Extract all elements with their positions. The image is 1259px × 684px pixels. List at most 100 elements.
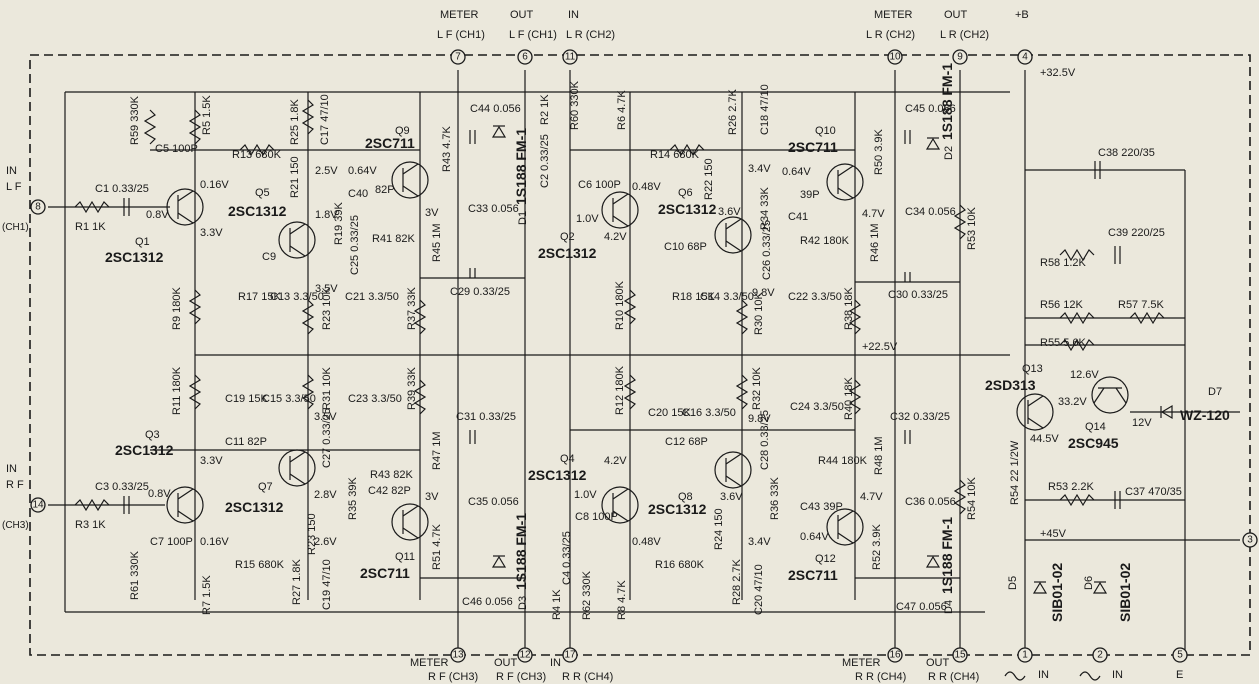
svg-text:3V: 3V: [425, 207, 439, 219]
footer-in-rr: IN: [550, 657, 561, 669]
footer-ac-in-1: IN: [1038, 669, 1049, 681]
svg-text:2.6V: 2.6V: [314, 536, 337, 548]
svg-text:C38 220/35: C38 220/35: [1098, 147, 1155, 159]
svg-text:R17 15K: R17 15K: [238, 291, 281, 303]
svg-text:C28 0.33/25: C28 0.33/25: [759, 410, 771, 470]
header-meter-lr-sub: L R (CH2): [866, 29, 915, 41]
diode-d3: [491, 555, 507, 568]
diode-d5: [1032, 581, 1048, 594]
svg-text:16: 16: [889, 650, 901, 661]
svg-text:R18 15K: R18 15K: [672, 291, 715, 303]
svg-text:C16 3.3/50: C16 3.3/50: [682, 407, 736, 419]
svg-text:C46 0.056: C46 0.056: [462, 596, 513, 608]
resistor: [848, 299, 862, 335]
resistor: [953, 204, 967, 240]
resistor: [74, 498, 110, 512]
pin-3: 3: [1242, 532, 1258, 548]
svg-text:Q11: Q11: [395, 551, 415, 563]
svg-text:2SC1312: 2SC1312: [648, 501, 707, 517]
svg-text:R42 180K: R42 180K: [800, 235, 850, 247]
svg-text:C10 68P: C10 68P: [664, 241, 707, 253]
svg-text:2SC1312: 2SC1312: [528, 467, 587, 483]
svg-text:2SC711: 2SC711: [788, 139, 838, 155]
svg-text:82P: 82P: [375, 184, 395, 196]
svg-text:C13 3.3/50: C13 3.3/50: [270, 291, 324, 303]
svg-text:14: 14: [32, 500, 44, 511]
header-meter-lf-sub: L F (CH1): [437, 29, 485, 41]
svg-text:39P: 39P: [800, 189, 820, 201]
svg-text:R21 150: R21 150: [289, 156, 301, 198]
svg-text:2SC1312: 2SC1312: [658, 201, 717, 217]
capacitor: [904, 130, 911, 144]
svg-text:6: 6: [522, 52, 528, 63]
diode-labels: D1 1S188 FM-1 D2 1S188 FM-1 D3 1S188 FM-…: [513, 63, 1230, 622]
pin-13: 13: [450, 647, 466, 663]
resistor: [1059, 338, 1095, 352]
svg-text:2SC1312: 2SC1312: [225, 499, 284, 515]
resistor: [74, 200, 110, 214]
svg-text:R26 2.7K: R26 2.7K: [727, 88, 739, 135]
svg-text:R62 330K: R62 330K: [581, 570, 593, 620]
svg-text:3.4V: 3.4V: [748, 536, 771, 548]
svg-text:R48 1M: R48 1M: [873, 436, 885, 475]
svg-text:2.8V: 2.8V: [314, 489, 337, 501]
svg-text:C4 0.33/25: C4 0.33/25: [561, 531, 573, 585]
svg-text:D4: D4: [943, 600, 955, 614]
svg-text:R3 1K: R3 1K: [75, 519, 106, 531]
ac-symbols: [1004, 671, 1101, 681]
svg-text:C40: C40: [348, 188, 368, 200]
svg-text:C14 3.3/50: C14 3.3/50: [700, 291, 754, 303]
svg-text:Q12: Q12: [815, 553, 836, 565]
footer-earth: E: [1176, 669, 1183, 681]
svg-text:R55 5.6K: R55 5.6K: [1040, 337, 1087, 349]
svg-text:C8 100P: C8 100P: [575, 511, 618, 523]
svg-text:R58 1.2K: R58 1.2K: [1040, 257, 1087, 269]
svg-text:2SC1312: 2SC1312: [538, 245, 597, 261]
svg-text:33.2V: 33.2V: [1058, 396, 1087, 408]
svg-text:R43 82K: R43 82K: [370, 469, 413, 481]
svg-text:0.48V: 0.48V: [632, 181, 661, 193]
svg-text:R35 39K: R35 39K: [347, 477, 359, 520]
transistor-q3: [166, 486, 204, 524]
svg-text:(CH3): (CH3): [2, 520, 29, 531]
header-plus-b: +B: [1015, 9, 1029, 21]
transistor-q7: [278, 449, 316, 487]
svg-text:C19 47/10: C19 47/10: [321, 559, 333, 610]
connector-pins: 7 6 11 10 9 4 8 14 13 12 17 16 15 1 2 5 …: [30, 49, 1258, 663]
svg-text:C43 39P: C43 39P: [800, 501, 843, 513]
svg-text:C20 15K: C20 15K: [648, 407, 691, 419]
diode-d2: [925, 137, 941, 150]
header-meter-lf: METER: [440, 9, 479, 21]
resistor: [1059, 311, 1095, 325]
svg-text:R61 330K: R61 330K: [129, 550, 141, 600]
pin-8: 8: [30, 199, 46, 215]
svg-text:C29 0.33/25: C29 0.33/25: [450, 286, 510, 298]
svg-text:R8 4.7K: R8 4.7K: [616, 580, 628, 620]
svg-text:2SC711: 2SC711: [365, 135, 415, 151]
svg-text:C33 0.056: C33 0.056: [468, 203, 519, 215]
diode-d4: [925, 555, 941, 568]
transistor-q10: [826, 163, 864, 201]
header-out-lf: OUT: [510, 9, 534, 21]
svg-text:Q5: Q5: [255, 187, 270, 199]
transistor-q12: [826, 508, 864, 546]
capacitor: [469, 130, 476, 144]
svg-text:C11 82P: C11 82P: [225, 436, 267, 448]
transistor-q9: [391, 161, 429, 199]
svg-text:R31 10K: R31 10K: [321, 367, 333, 410]
footer-out-rr: OUT: [926, 657, 950, 669]
svg-text:C37 470/35: C37 470/35: [1125, 486, 1182, 498]
svg-text:R10 180K: R10 180K: [614, 280, 626, 330]
svg-text:R50 3.9K: R50 3.9K: [873, 128, 885, 175]
svg-text:R40 18K: R40 18K: [843, 377, 855, 420]
svg-text:3.6V: 3.6V: [720, 491, 743, 503]
svg-text:R25 1.8K: R25 1.8K: [289, 98, 301, 145]
transistor-symbols: [166, 161, 1129, 546]
svg-text:17: 17: [564, 650, 576, 661]
resistor: [1129, 311, 1165, 325]
svg-text:1.0V: 1.0V: [576, 213, 599, 225]
svg-text:C22 3.3/50: C22 3.3/50: [788, 291, 842, 303]
resistor: [413, 299, 427, 335]
svg-text:R23 150: R23 150: [306, 513, 318, 555]
